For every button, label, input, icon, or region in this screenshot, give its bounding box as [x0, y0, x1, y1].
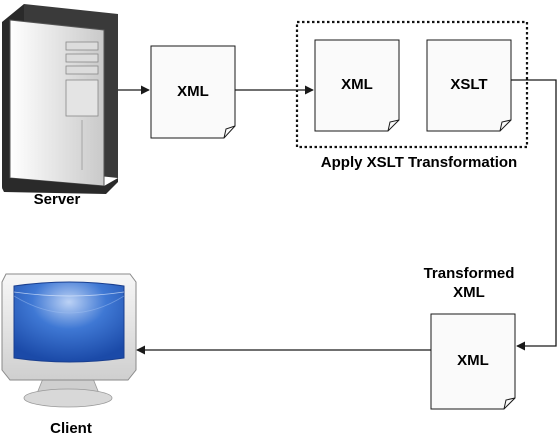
xslt-stylesheet-document	[426, 39, 512, 132]
arrow-xslt-to-output	[511, 79, 557, 351]
xml-input-document	[314, 39, 400, 132]
server-tower-icon	[2, 4, 118, 194]
transformed-caption-line1: Transformed	[424, 265, 515, 282]
xslt-transformation-group	[295, 20, 529, 149]
transformed-caption-line2: XML	[453, 284, 485, 301]
xml-output-document	[430, 313, 516, 410]
xml-source-label: XML	[177, 83, 209, 100]
client-label: Client	[50, 420, 92, 433]
xml-input-label: XML	[341, 76, 373, 93]
xslt-label: XSLT	[450, 76, 487, 93]
server-label: Server	[34, 191, 81, 208]
xml-source-document	[150, 45, 236, 139]
monitor-icon	[1, 273, 137, 408]
xml-output-label: XML	[457, 352, 489, 369]
transformation-group-label: Apply XSLT Transformation	[321, 154, 517, 171]
